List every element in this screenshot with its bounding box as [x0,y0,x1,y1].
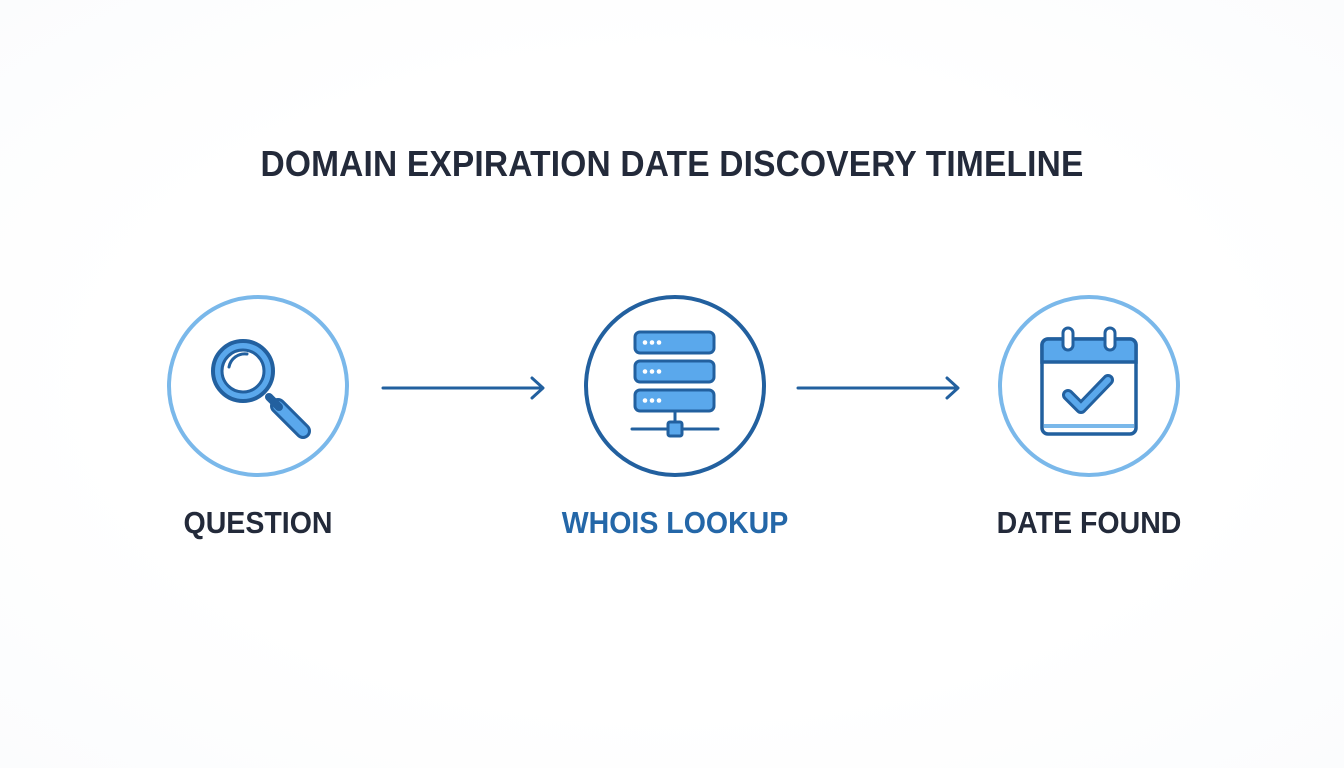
step-whois-lookup [580,291,770,481]
magnifying-glass-icon [167,295,349,477]
step-label-date-found: DATE FOUND [996,505,1182,540]
server-stack-icon [584,295,766,477]
step-label-question: QUESTION [183,505,333,540]
diagram-title: DOMAIN EXPIRATION DATE DISCOVERY TIMELIN… [260,143,1084,184]
arrow-right-icon [380,372,550,404]
step-label-whois-lookup: WHOIS LOOKUP [561,505,789,540]
step-date-found [994,291,1184,481]
calendar-check-icon [998,295,1180,477]
arrow-right-icon [795,372,965,404]
step-question [163,291,353,481]
